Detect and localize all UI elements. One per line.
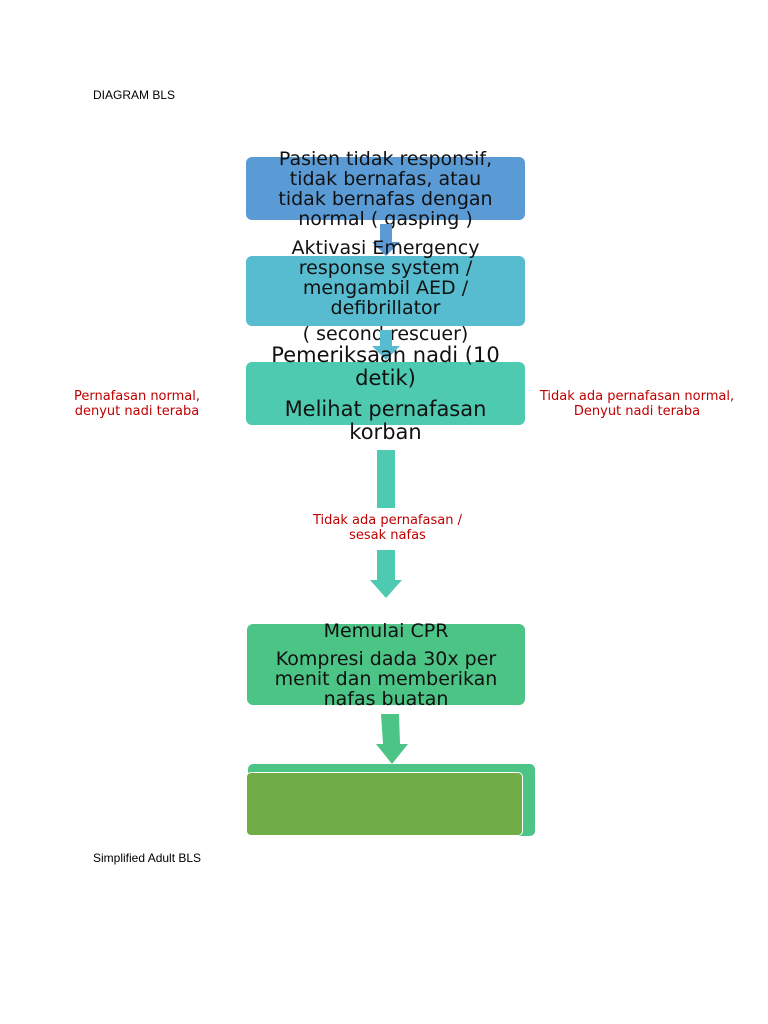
- note-right-line-2: Denyut nadi teraba: [573, 404, 701, 419]
- step-start-cpr: Memulai CPR Kompresi dada 30x per menit …: [247, 619, 525, 709]
- arrow-down-2: [372, 330, 400, 360]
- step2-line-4: defibrillator: [330, 297, 441, 319]
- note-normal-breathing: Pernafasan normal, denyut nadi teraba: [62, 389, 212, 419]
- note-no-normal-breathing: Tidak ada pernafasan normal, Denyut nadi…: [527, 389, 747, 419]
- step4-line-2: Kompresi dada 30x per: [275, 647, 497, 670]
- step2-line-2: response system /: [298, 257, 473, 279]
- step3-line-2: detik): [355, 365, 416, 390]
- document-footer-label: Simplified Adult BLS: [93, 851, 202, 865]
- step4-line-4: nafas buatan: [323, 687, 449, 710]
- step1-line-4: normal ( gasping ): [298, 207, 473, 230]
- step3-line-4: korban: [349, 419, 422, 444]
- step4-line-3: menit dan memberikan: [274, 667, 498, 690]
- arrow-down-4: [376, 714, 408, 764]
- step-final-box-front: [246, 772, 523, 836]
- step-unresponsive-patient: Pasien tidak responsif, tidak bernafas, …: [246, 149, 525, 229]
- step-final-box: [246, 764, 535, 838]
- step4-line-1: Memulai CPR: [323, 619, 449, 642]
- step3-line-3: Melihat pernafasan: [284, 396, 487, 421]
- step2-line-3: mengambil AED /: [302, 277, 469, 299]
- step-activate-emergency: Aktivasi Emergency response system / men…: [246, 238, 525, 344]
- note-center-line-1: Tidak ada pernafasan /: [313, 513, 462, 528]
- note-right-line-1: Tidak ada pernafasan normal,: [539, 389, 735, 404]
- arrow-label-background: [300, 508, 475, 550]
- document-header-label: DIAGRAM BLS: [93, 88, 176, 102]
- arrow-down-1: [372, 224, 400, 256]
- note-left-line-1: Pernafasan normal,: [73, 389, 201, 404]
- step2-line-1: Aktivasi Emergency: [291, 237, 480, 259]
- step1-line-1: Pasien tidak responsif,: [278, 147, 493, 170]
- step1-line-3: tidak bernafas dengan: [278, 187, 493, 210]
- note-no-breathing: Tidak ada pernafasan / sesak nafas: [295, 513, 480, 543]
- note-left-line-2: denyut nadi teraba: [74, 404, 200, 419]
- step-pulse-check: Pemeriksaan nadi (10 detik) Melihat pern…: [246, 343, 525, 443]
- step3-line-1: Pemeriksaan nadi (10: [271, 342, 500, 367]
- step1-line-2: tidak bernafas, atau: [289, 167, 482, 190]
- note-center-line-2: sesak nafas: [349, 528, 426, 543]
